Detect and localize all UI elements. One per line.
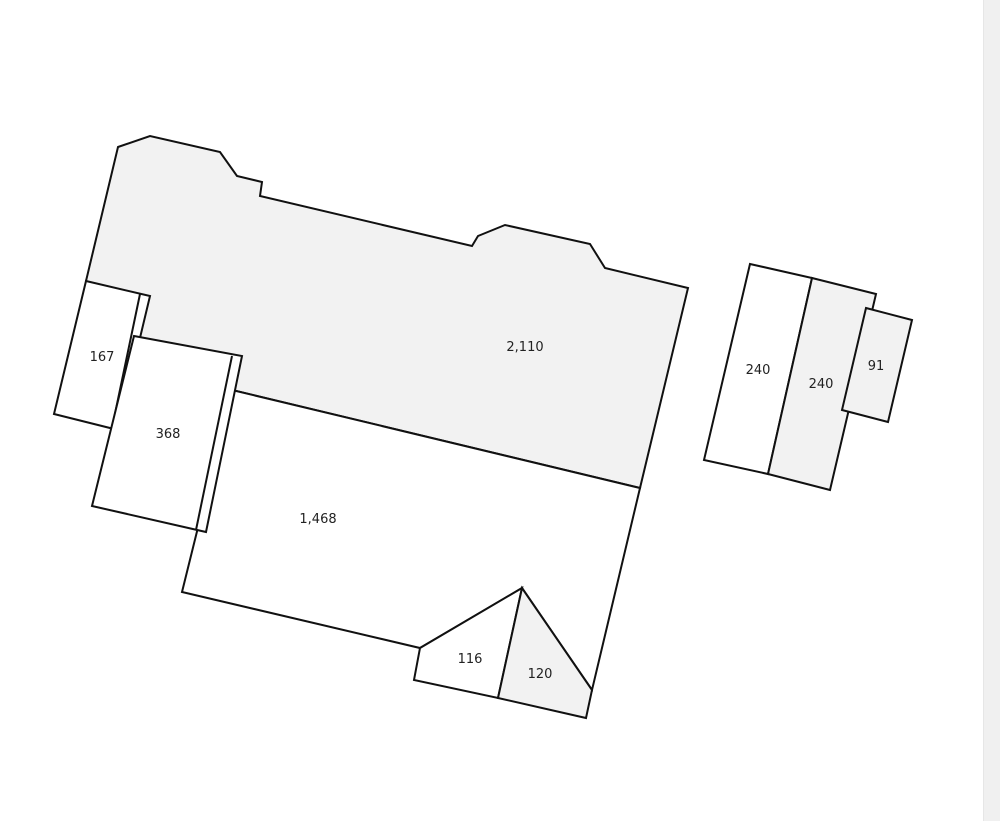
area-91-shape (840, 306, 914, 424)
area-167-label: 167 (90, 350, 115, 365)
area-1468-label: 1,468 (299, 512, 336, 527)
area-120-label: 120 (528, 667, 553, 682)
vertical-scrollbar[interactable] (983, 0, 1000, 821)
area-240-right-shape (766, 276, 878, 492)
area-240-right-label: 240 (809, 377, 834, 392)
area-368-shape (90, 334, 244, 534)
area-240-left-label: 240 (746, 363, 771, 378)
area-91-label: 91 (868, 359, 885, 374)
area-368-label: 368 (156, 427, 181, 442)
area-368-wall (195, 355, 233, 531)
area-120-shape (496, 585, 594, 720)
area-116-label: 116 (458, 652, 483, 667)
area-2110-label: 2,110 (506, 340, 543, 355)
